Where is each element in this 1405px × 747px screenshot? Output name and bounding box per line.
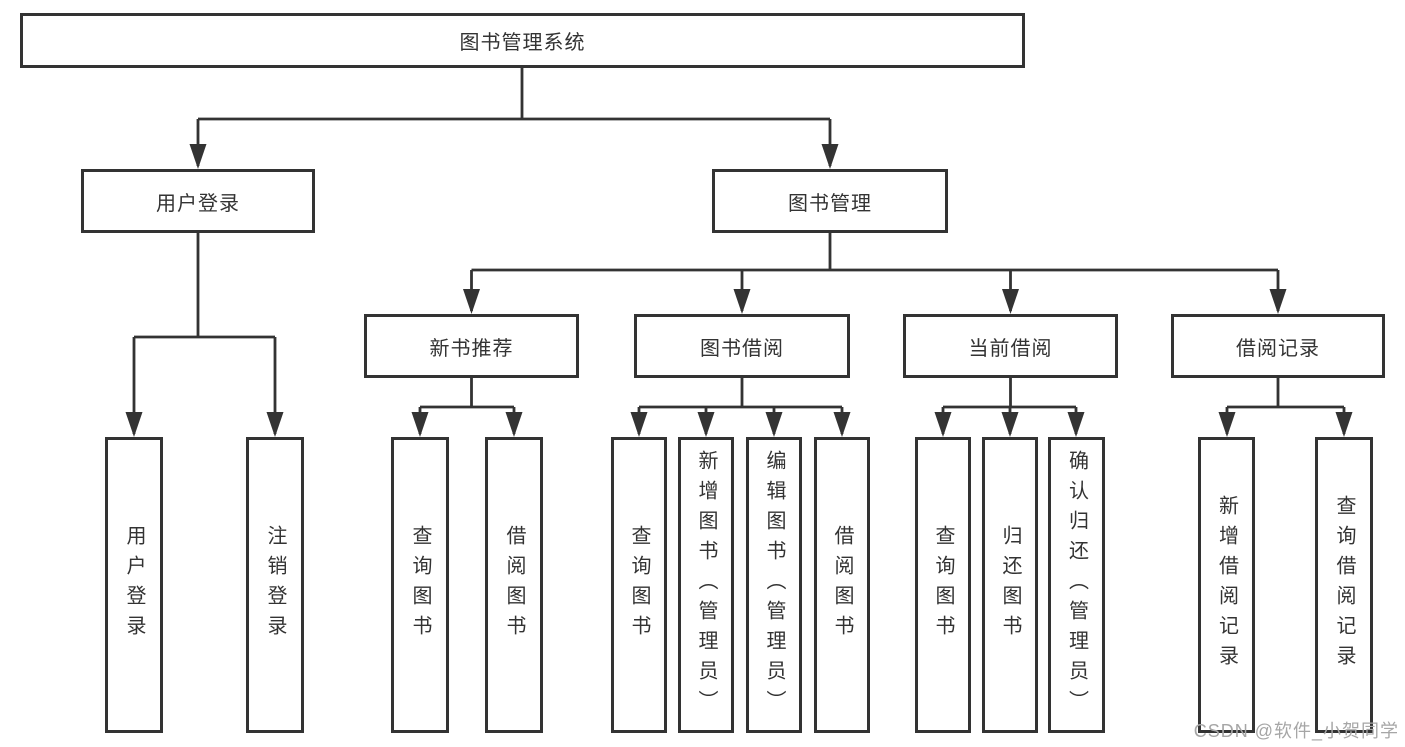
node-book-management: 图书管理 — [712, 169, 948, 233]
leaf-logout-label: 注销登录 — [264, 525, 286, 645]
leaf-newbook-query-book-label: 查询图书 — [409, 525, 431, 645]
leaf-current-query-book: 查询图书 — [915, 437, 971, 733]
node-borrow-record-label: 借阅记录 — [1236, 337, 1320, 360]
leaf-borrow-borrow-book-label: 借阅图书 — [831, 525, 853, 645]
leaf-edit-book-admin: 编辑图书（管理员） — [746, 437, 802, 733]
leaf-add-borrow-record-label: 新增借阅记录 — [1215, 495, 1238, 675]
leaf-borrow-query-book-label: 查询图书 — [628, 525, 650, 645]
leaf-logout: 注销登录 — [246, 437, 304, 733]
leaf-add-book-admin-label: 新增图书（管理员） — [695, 450, 717, 720]
leaf-newbook-borrow-book: 借阅图书 — [485, 437, 543, 733]
leaf-confirm-return-admin: 确认归还（管理员） — [1048, 437, 1105, 733]
leaf-current-query-book-label: 查询图书 — [932, 525, 954, 645]
leaf-add-borrow-record: 新增借阅记录 — [1198, 437, 1255, 733]
node-current-borrow: 当前借阅 — [903, 314, 1118, 378]
node-book-borrow: 图书借阅 — [634, 314, 850, 378]
arrowhead-icons — [125, 144, 1353, 437]
leaf-return-book-label: 归还图书 — [999, 525, 1021, 645]
leaf-query-borrow-record: 查询借阅记录 — [1315, 437, 1373, 733]
node-user-login-label: 用户登录 — [156, 192, 240, 215]
leaf-newbook-query-book: 查询图书 — [391, 437, 449, 733]
leaf-newbook-borrow-book-label: 借阅图书 — [503, 525, 525, 645]
node-book-management-label: 图书管理 — [788, 192, 872, 215]
node-root-system: 图书管理系统 — [20, 13, 1025, 68]
csdn-watermark: CSDN @软件_小贺同学 — [1193, 721, 1399, 741]
leaf-add-book-admin: 新增图书（管理员） — [678, 437, 734, 733]
leaf-confirm-return-admin-label: 确认归还（管理员） — [1065, 450, 1088, 720]
node-new-book-recommend-label: 新书推荐 — [429, 337, 514, 360]
leaf-borrow-query-book: 查询图书 — [611, 437, 667, 733]
leaf-user-login: 用户登录 — [105, 437, 163, 733]
leaf-edit-book-admin-label: 编辑图书（管理员） — [763, 450, 785, 720]
leaf-return-book: 归还图书 — [982, 437, 1038, 733]
leaf-user-login-label: 用户登录 — [123, 525, 145, 645]
node-new-book-recommend: 新书推荐 — [364, 314, 579, 378]
node-current-borrow-label: 当前借阅 — [968, 337, 1053, 360]
leaf-borrow-borrow-book: 借阅图书 — [814, 437, 870, 733]
node-borrow-record: 借阅记录 — [1171, 314, 1385, 378]
node-user-login: 用户登录 — [81, 169, 315, 233]
leaf-query-borrow-record-label: 查询借阅记录 — [1333, 495, 1355, 675]
node-book-borrow-label: 图书借阅 — [700, 337, 784, 360]
node-root-label: 图书管理系统 — [459, 32, 586, 54]
